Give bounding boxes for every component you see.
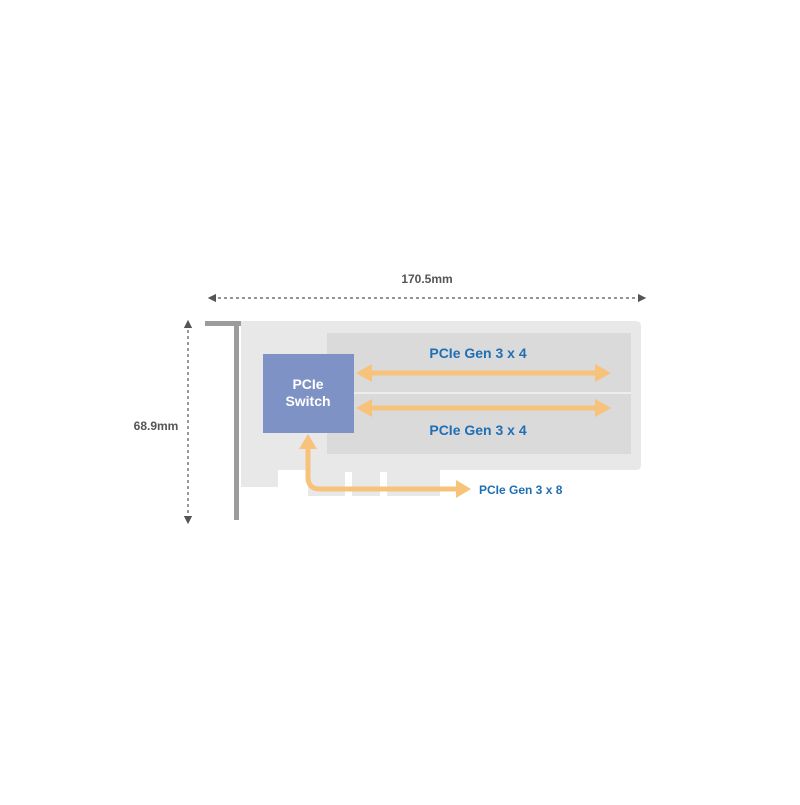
host-link-arrow (299, 434, 471, 498)
upper-arrow-right-head (595, 364, 611, 382)
upper-arrow-left-head (356, 364, 372, 382)
height-dimension: 68.9mm (134, 319, 193, 525)
host-link-label: PCIe Gen 3 x 8 (479, 483, 563, 497)
lower-arrow-right-head (595, 399, 611, 417)
pcie-switch-label-line1: PCIe (292, 376, 323, 392)
bracket-plate (234, 321, 239, 520)
host-arrow-up-head (299, 434, 317, 449)
lower-link-arrow (356, 399, 611, 417)
bracket-top (205, 321, 241, 326)
pci-bracket (205, 321, 241, 520)
lower-link-label: PCIe Gen 3 x 4 (429, 422, 526, 438)
height-dimension-label: 68.9mm (134, 419, 179, 433)
pcie-switch-box (263, 354, 354, 433)
upper-link-arrow (356, 364, 611, 382)
host-arrow-right-head (456, 480, 471, 498)
pcie-switch-label-line2: Switch (285, 393, 330, 409)
host-arrow-shaft (305, 446, 458, 492)
width-dimension: 170.5mm (207, 272, 647, 303)
width-dimension-label: 170.5mm (401, 272, 452, 286)
upper-link-label: PCIe Gen 3 x 4 (429, 345, 526, 361)
lower-arrow-left-head (356, 399, 372, 417)
pcie-switch: PCIe Switch (263, 354, 354, 433)
